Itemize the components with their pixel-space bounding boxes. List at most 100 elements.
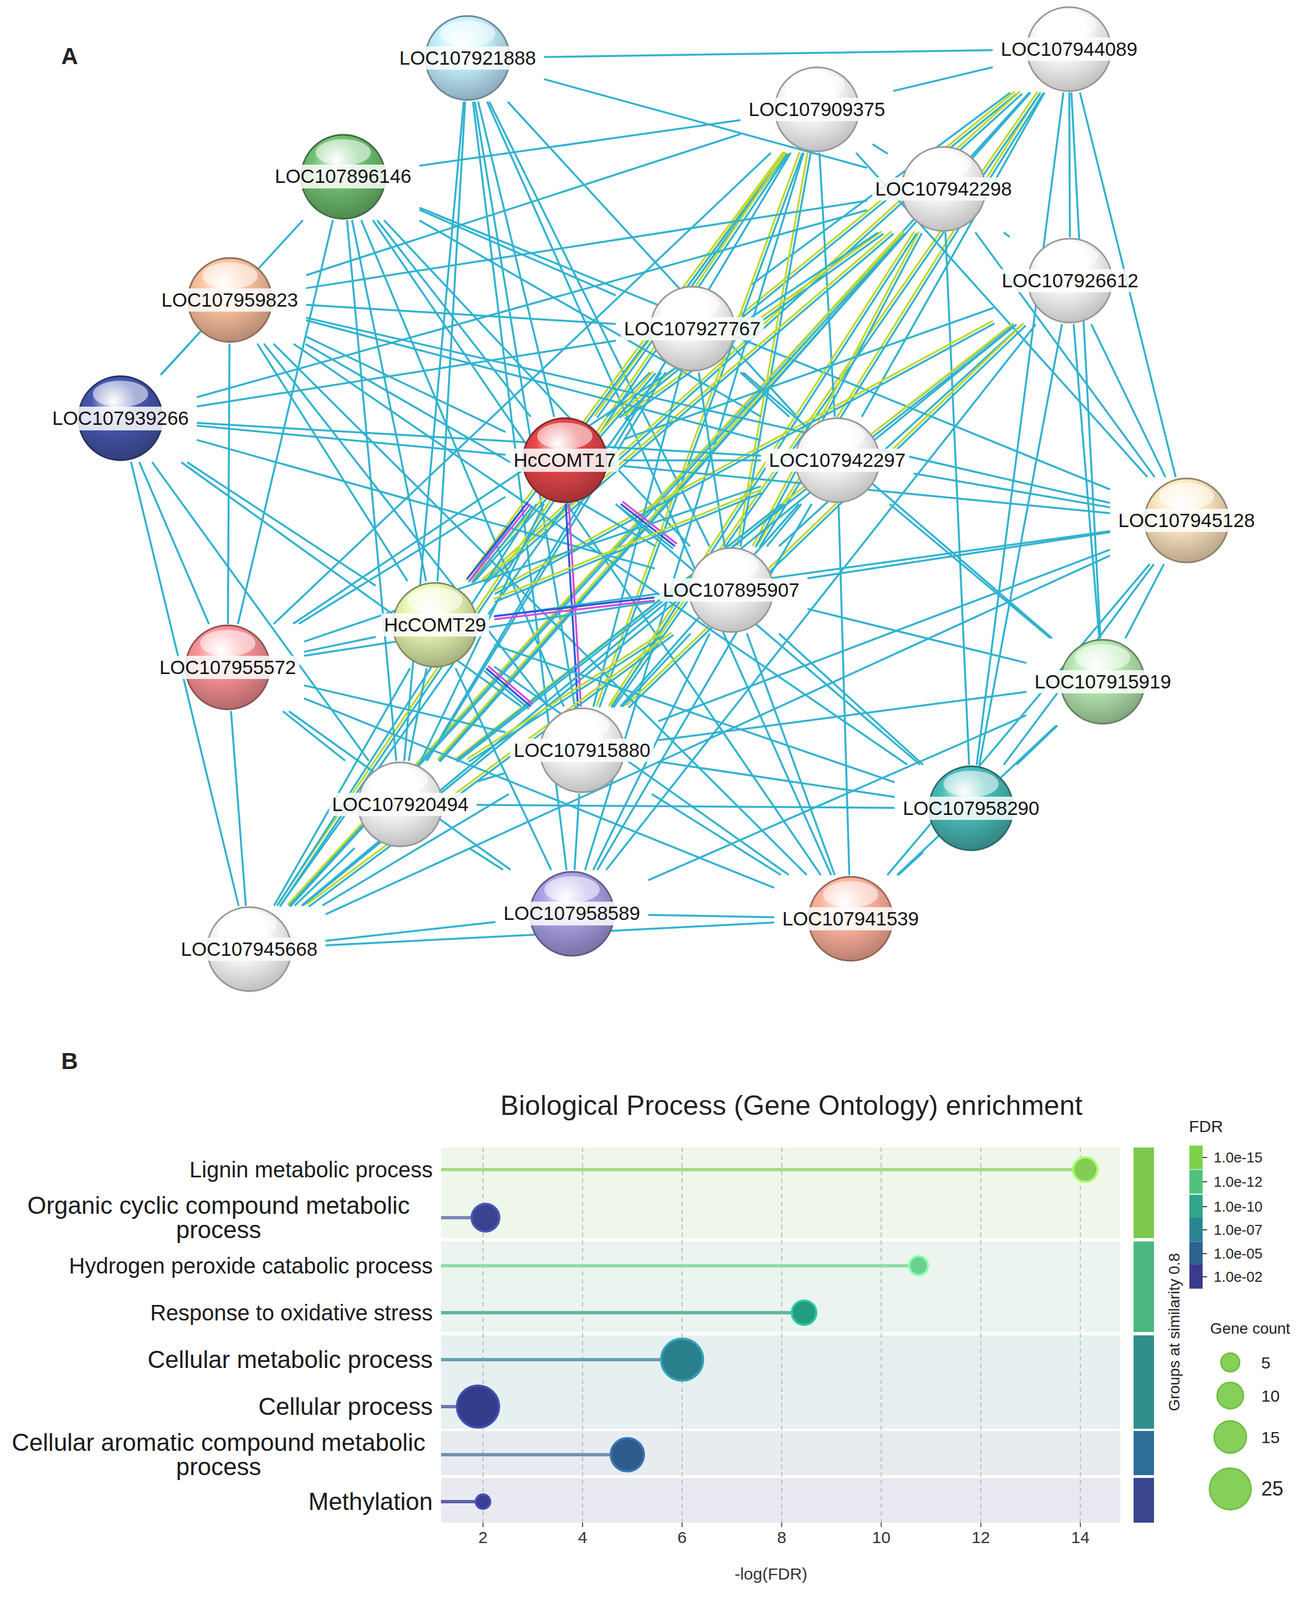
edge-line xyxy=(741,373,789,417)
grid-line xyxy=(681,1147,683,1524)
legend-tick xyxy=(1202,1253,1208,1255)
network-node: LOC107921888 xyxy=(390,13,545,103)
group-bar xyxy=(1133,1335,1155,1430)
legend-tick xyxy=(1202,1181,1208,1183)
grid-line xyxy=(880,1147,882,1524)
interaction-edge xyxy=(494,645,894,783)
edge-line xyxy=(648,915,774,918)
legend-text: 15 xyxy=(1261,1428,1280,1447)
gene-label: HcCOMT29 xyxy=(380,613,490,637)
network-node: LOC107926612 xyxy=(993,236,1148,325)
edge-line xyxy=(187,462,376,586)
interaction-edge xyxy=(456,504,782,761)
network-node: LOC107942298 xyxy=(866,144,1021,234)
lollipop-dot xyxy=(661,1339,704,1382)
node-gloss xyxy=(943,770,999,798)
node-gloss xyxy=(439,20,496,47)
edge-line xyxy=(976,233,1155,477)
edge-line xyxy=(862,93,1045,417)
edge-line xyxy=(894,67,993,91)
edge-line xyxy=(469,635,664,762)
interaction-edge xyxy=(306,201,867,289)
edge-line xyxy=(197,341,616,407)
interaction-edge xyxy=(187,462,376,586)
edge-line xyxy=(474,374,656,582)
network-node: LOC107909375 xyxy=(739,65,894,154)
edge-line xyxy=(306,305,616,324)
legend-text: 5 xyxy=(1261,1354,1271,1373)
group-bar xyxy=(1133,1147,1155,1239)
legend-text: 1.0e-15 xyxy=(1213,1150,1263,1167)
gene-label: LOC107939266 xyxy=(48,406,192,430)
lollipop-stem xyxy=(441,1358,683,1362)
interaction-edge xyxy=(289,711,511,870)
chart-title: Biological Process (Gene Ontology) enric… xyxy=(500,1091,1083,1122)
interaction-edge xyxy=(487,102,832,875)
edge-line xyxy=(197,423,761,456)
interaction-edge xyxy=(152,462,369,760)
interaction-edge xyxy=(283,711,345,761)
edge-line xyxy=(659,762,895,798)
edge-line xyxy=(347,221,397,761)
axis-tick-label: 6 xyxy=(677,1528,687,1547)
edge-line xyxy=(1071,93,1101,638)
interaction-edge xyxy=(494,597,654,620)
group-band xyxy=(441,1241,1121,1333)
interaction-edge xyxy=(306,344,655,547)
legend-text: 25 xyxy=(1261,1478,1284,1501)
axis-tick xyxy=(581,1523,584,1528)
edge-line xyxy=(306,201,867,289)
network-node: LOC107955572 xyxy=(150,623,305,712)
interaction-edge xyxy=(494,531,1110,617)
edge-line xyxy=(152,462,369,760)
interaction-edge xyxy=(307,633,673,907)
legend-swatch xyxy=(1189,1170,1203,1195)
interaction-edge xyxy=(753,232,922,547)
edge-line xyxy=(455,669,552,870)
legend-text: 1.0e-02 xyxy=(1213,1269,1263,1286)
edge-line xyxy=(305,685,506,733)
edge-line xyxy=(426,153,791,761)
go-term-label: Cellular process xyxy=(4,1394,433,1420)
legend-size-circle xyxy=(1209,1469,1252,1511)
interaction-edge xyxy=(455,669,552,870)
edge-line xyxy=(914,473,1110,508)
interaction-edge xyxy=(890,504,1051,638)
gene-label: LOC107958589 xyxy=(500,901,644,926)
gene-label: HcCOMT17 xyxy=(510,448,620,472)
axis-tick xyxy=(681,1523,683,1528)
edge-line xyxy=(624,459,760,462)
lollipop-dot xyxy=(909,1256,928,1276)
interaction-edge xyxy=(197,341,616,407)
gene-label: LOC107927767 xyxy=(620,317,764,341)
interaction-edge xyxy=(420,120,740,166)
interaction-edge xyxy=(305,699,774,889)
network-node: LOC107915919 xyxy=(1025,637,1180,727)
interaction-edge xyxy=(305,601,655,656)
interaction-edge xyxy=(747,634,835,875)
edge-line xyxy=(295,848,355,906)
grid-line xyxy=(581,1147,584,1524)
interaction-edge xyxy=(347,221,397,761)
network-node: HcCOMT17 xyxy=(504,416,625,505)
edge-line xyxy=(469,848,503,870)
interaction-edge xyxy=(477,805,895,809)
axis-tick-label: 4 xyxy=(578,1528,588,1547)
interaction-edge xyxy=(620,504,799,707)
node-gloss xyxy=(703,552,759,580)
interaction-edge xyxy=(1004,233,1010,237)
interaction-edge xyxy=(856,153,1147,477)
lollipop-dot xyxy=(1073,1157,1098,1183)
interaction-edge xyxy=(227,344,230,624)
interaction-edge xyxy=(648,915,774,918)
interaction-edge xyxy=(779,634,923,765)
legend-text: 1.0e-07 xyxy=(1213,1222,1263,1239)
interaction-edge xyxy=(1073,324,1100,638)
edge-line xyxy=(1004,233,1010,237)
edge-line xyxy=(307,633,671,905)
edge-line xyxy=(477,773,506,782)
gene-label: LOC107926612 xyxy=(998,269,1142,293)
edge-line xyxy=(488,666,533,704)
interaction-edge xyxy=(277,504,537,906)
interaction-edge xyxy=(471,371,655,582)
